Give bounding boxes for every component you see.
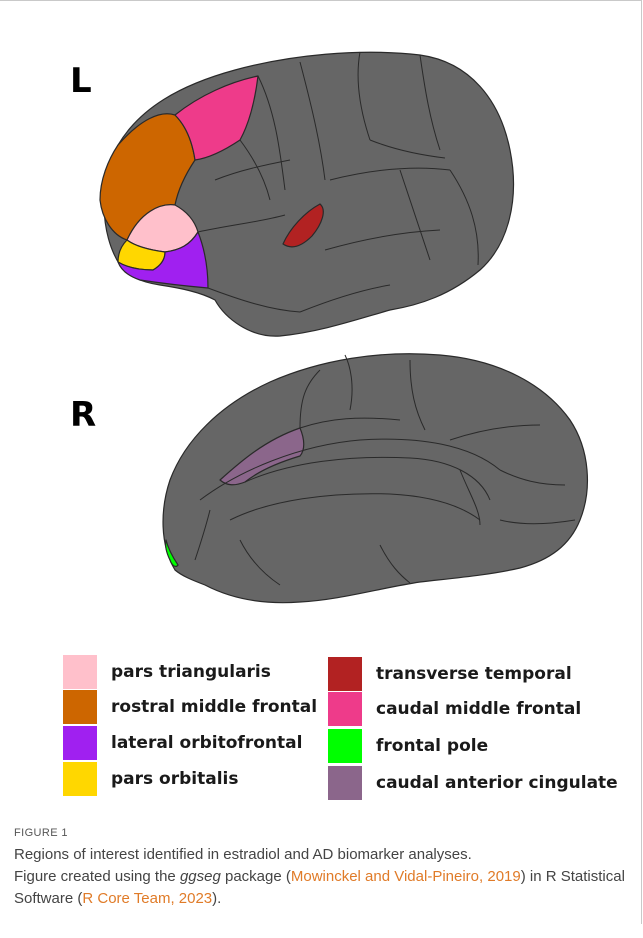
legend-item: caudal middle frontal <box>328 692 581 726</box>
caption-text: package ( <box>221 868 291 885</box>
legend-swatch <box>63 762 97 796</box>
legend-label: rostral middle frontal <box>111 697 317 717</box>
legend-label: pars triangularis <box>111 662 271 682</box>
brain-figure <box>0 0 643 640</box>
legend-swatch <box>63 690 97 724</box>
legend-label: lateral orbitofrontal <box>111 733 302 753</box>
legend-item: lateral orbitofrontal <box>63 726 302 760</box>
figure-label: FIGURE 1 <box>14 827 68 839</box>
caption-text: ). <box>212 890 221 907</box>
legend-item: pars triangularis <box>63 655 271 689</box>
legend-swatch <box>328 692 362 726</box>
caption-line1: Regions of interest identified in estrad… <box>14 846 472 863</box>
citation-link-mowinckel[interactable]: Mowinckel and Vidal-Pineiro, 2019 <box>291 868 521 885</box>
legend-label: caudal anterior cingulate <box>376 773 618 793</box>
legend-label: transverse temporal <box>376 664 572 684</box>
legend-item: frontal pole <box>328 729 488 763</box>
legend-swatch <box>63 655 97 689</box>
legend-swatch <box>328 729 362 763</box>
legend-item: rostral middle frontal <box>63 690 317 724</box>
left-hemisphere <box>100 52 513 336</box>
legend-swatch <box>328 657 362 691</box>
figure-caption: Regions of interest identified in estrad… <box>14 844 634 910</box>
legend-label: caudal middle frontal <box>376 699 581 719</box>
legend-item: transverse temporal <box>328 657 572 691</box>
right-hemisphere <box>163 354 587 603</box>
citation-link-r-core-team[interactable]: R Core Team, 2023 <box>82 890 212 907</box>
legend-swatch <box>63 726 97 760</box>
caption-text: Figure created using the <box>14 868 180 885</box>
legend-label: frontal pole <box>376 736 488 756</box>
caption-package-name: ggseg <box>180 868 221 885</box>
legend-swatch <box>328 766 362 800</box>
legend-item: caudal anterior cingulate <box>328 766 618 800</box>
legend-item: pars orbitalis <box>63 762 239 796</box>
legend-label: pars orbitalis <box>111 769 239 789</box>
